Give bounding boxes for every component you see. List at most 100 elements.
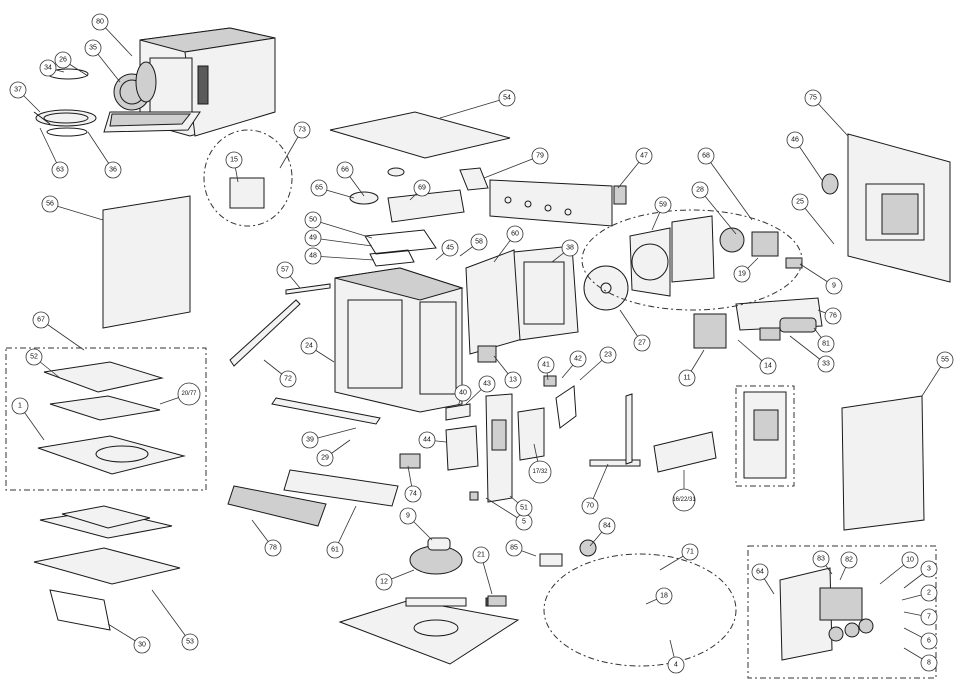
callout-number: 15 [230, 157, 238, 164]
hinge-72 [229, 299, 301, 367]
callout-15: 15 [225, 151, 243, 169]
callout-7: 7 [920, 608, 938, 626]
callout-number: 75 [809, 95, 817, 102]
callout-circle [936, 351, 954, 369]
callout-57: 57 [276, 261, 294, 279]
callout-number: 59 [659, 202, 667, 209]
callout-36: 36 [104, 161, 122, 179]
callout-69: 69 [413, 179, 431, 197]
callout-number: 55 [941, 357, 949, 364]
callout-leader [312, 219, 373, 239]
callout-number: 14 [764, 363, 772, 370]
callout-number: 13 [509, 377, 517, 384]
callout-3: 3 [920, 560, 938, 578]
callout-circle [817, 355, 835, 373]
callout-37: 37 [9, 81, 27, 99]
callout-circle [672, 488, 696, 512]
callout-circle [633, 334, 651, 352]
callout-circle [264, 539, 282, 557]
callout-number: 42 [574, 356, 582, 363]
callout-number: 52 [30, 354, 38, 361]
callout-number: 70 [586, 503, 594, 510]
callout-58: 58 [470, 233, 488, 251]
callout-circle [181, 633, 199, 651]
top-cover-54 [329, 111, 511, 159]
callout-circle [470, 233, 488, 251]
callout-number: 60 [511, 231, 519, 238]
callout-60: 60 [506, 225, 524, 243]
callout-48: 48 [304, 247, 322, 265]
callout-number: 76 [829, 313, 837, 320]
callout-circle [599, 346, 617, 364]
callout-circle [276, 261, 294, 279]
callout-number: 23 [604, 352, 612, 359]
callout-63: 63 [51, 161, 69, 179]
callout-number: 6 [927, 638, 931, 645]
callout-circle [569, 350, 587, 368]
oven-assembly [33, 27, 276, 137]
callout-circle [454, 384, 472, 402]
callout-5: 5 [515, 513, 533, 531]
callout-51: 51 [515, 499, 533, 517]
callout-circle [515, 499, 533, 517]
callout-circle [697, 147, 715, 165]
callout-number: 71 [686, 549, 694, 556]
callout-leader [699, 189, 737, 235]
callout-number: 61 [331, 547, 339, 554]
callout-circle [478, 375, 496, 393]
callout-circle [825, 277, 843, 295]
callout-leader [49, 203, 104, 221]
side-panel-55 [841, 395, 925, 531]
callout-83: 83 [812, 550, 830, 568]
callout-circle [681, 543, 699, 561]
callout-circle [531, 147, 549, 165]
callout-45: 45 [441, 239, 459, 257]
callout-40: 40 [454, 384, 472, 402]
callout-circle [41, 195, 59, 213]
callout-64: 64 [751, 563, 769, 581]
callout-circle [920, 654, 938, 672]
callout-33: 33 [817, 355, 835, 373]
callout-circle [901, 551, 919, 569]
callout-circle [336, 161, 354, 179]
callout-56: 56 [41, 195, 59, 213]
callout-circle [561, 239, 579, 257]
callout-11: 11 [678, 369, 696, 387]
callout-6: 6 [920, 632, 938, 650]
callout-17-32: 17/32 [528, 460, 552, 484]
callout-20-77: 20/77 [177, 382, 201, 406]
callout-number: 50 [309, 217, 317, 224]
callout-52: 52 [25, 348, 43, 366]
callout-circle [655, 587, 673, 605]
callout-46: 46 [786, 131, 804, 149]
door-panels [445, 393, 545, 503]
callout-circle [824, 307, 842, 325]
callout-number: 67 [37, 317, 45, 324]
rear-panels [465, 245, 579, 355]
callout-68: 68 [697, 147, 715, 165]
callout-number: 54 [503, 95, 511, 102]
callout-circle [506, 225, 524, 243]
callout-number: 49 [309, 235, 317, 242]
callout-circle [920, 632, 938, 650]
fan-assembly [489, 179, 803, 311]
callout-circle [104, 161, 122, 179]
callout-circle [840, 551, 858, 569]
callout-53: 53 [181, 633, 199, 651]
callout-circle [304, 229, 322, 247]
callout-number: 26 [59, 57, 67, 64]
back-panel-75 [821, 133, 951, 283]
callout-circle [418, 431, 436, 449]
callout-81: 81 [817, 335, 835, 353]
callout-number: 9 [406, 513, 410, 520]
callout-12: 12 [375, 573, 393, 591]
callout-23: 23 [599, 346, 617, 364]
callout-circle [300, 337, 318, 355]
callout-number: 57 [281, 267, 289, 274]
callout-number: 37 [14, 87, 22, 94]
callout-circle [598, 517, 616, 535]
callout-circle [498, 89, 516, 107]
callout-76: 76 [824, 307, 842, 325]
